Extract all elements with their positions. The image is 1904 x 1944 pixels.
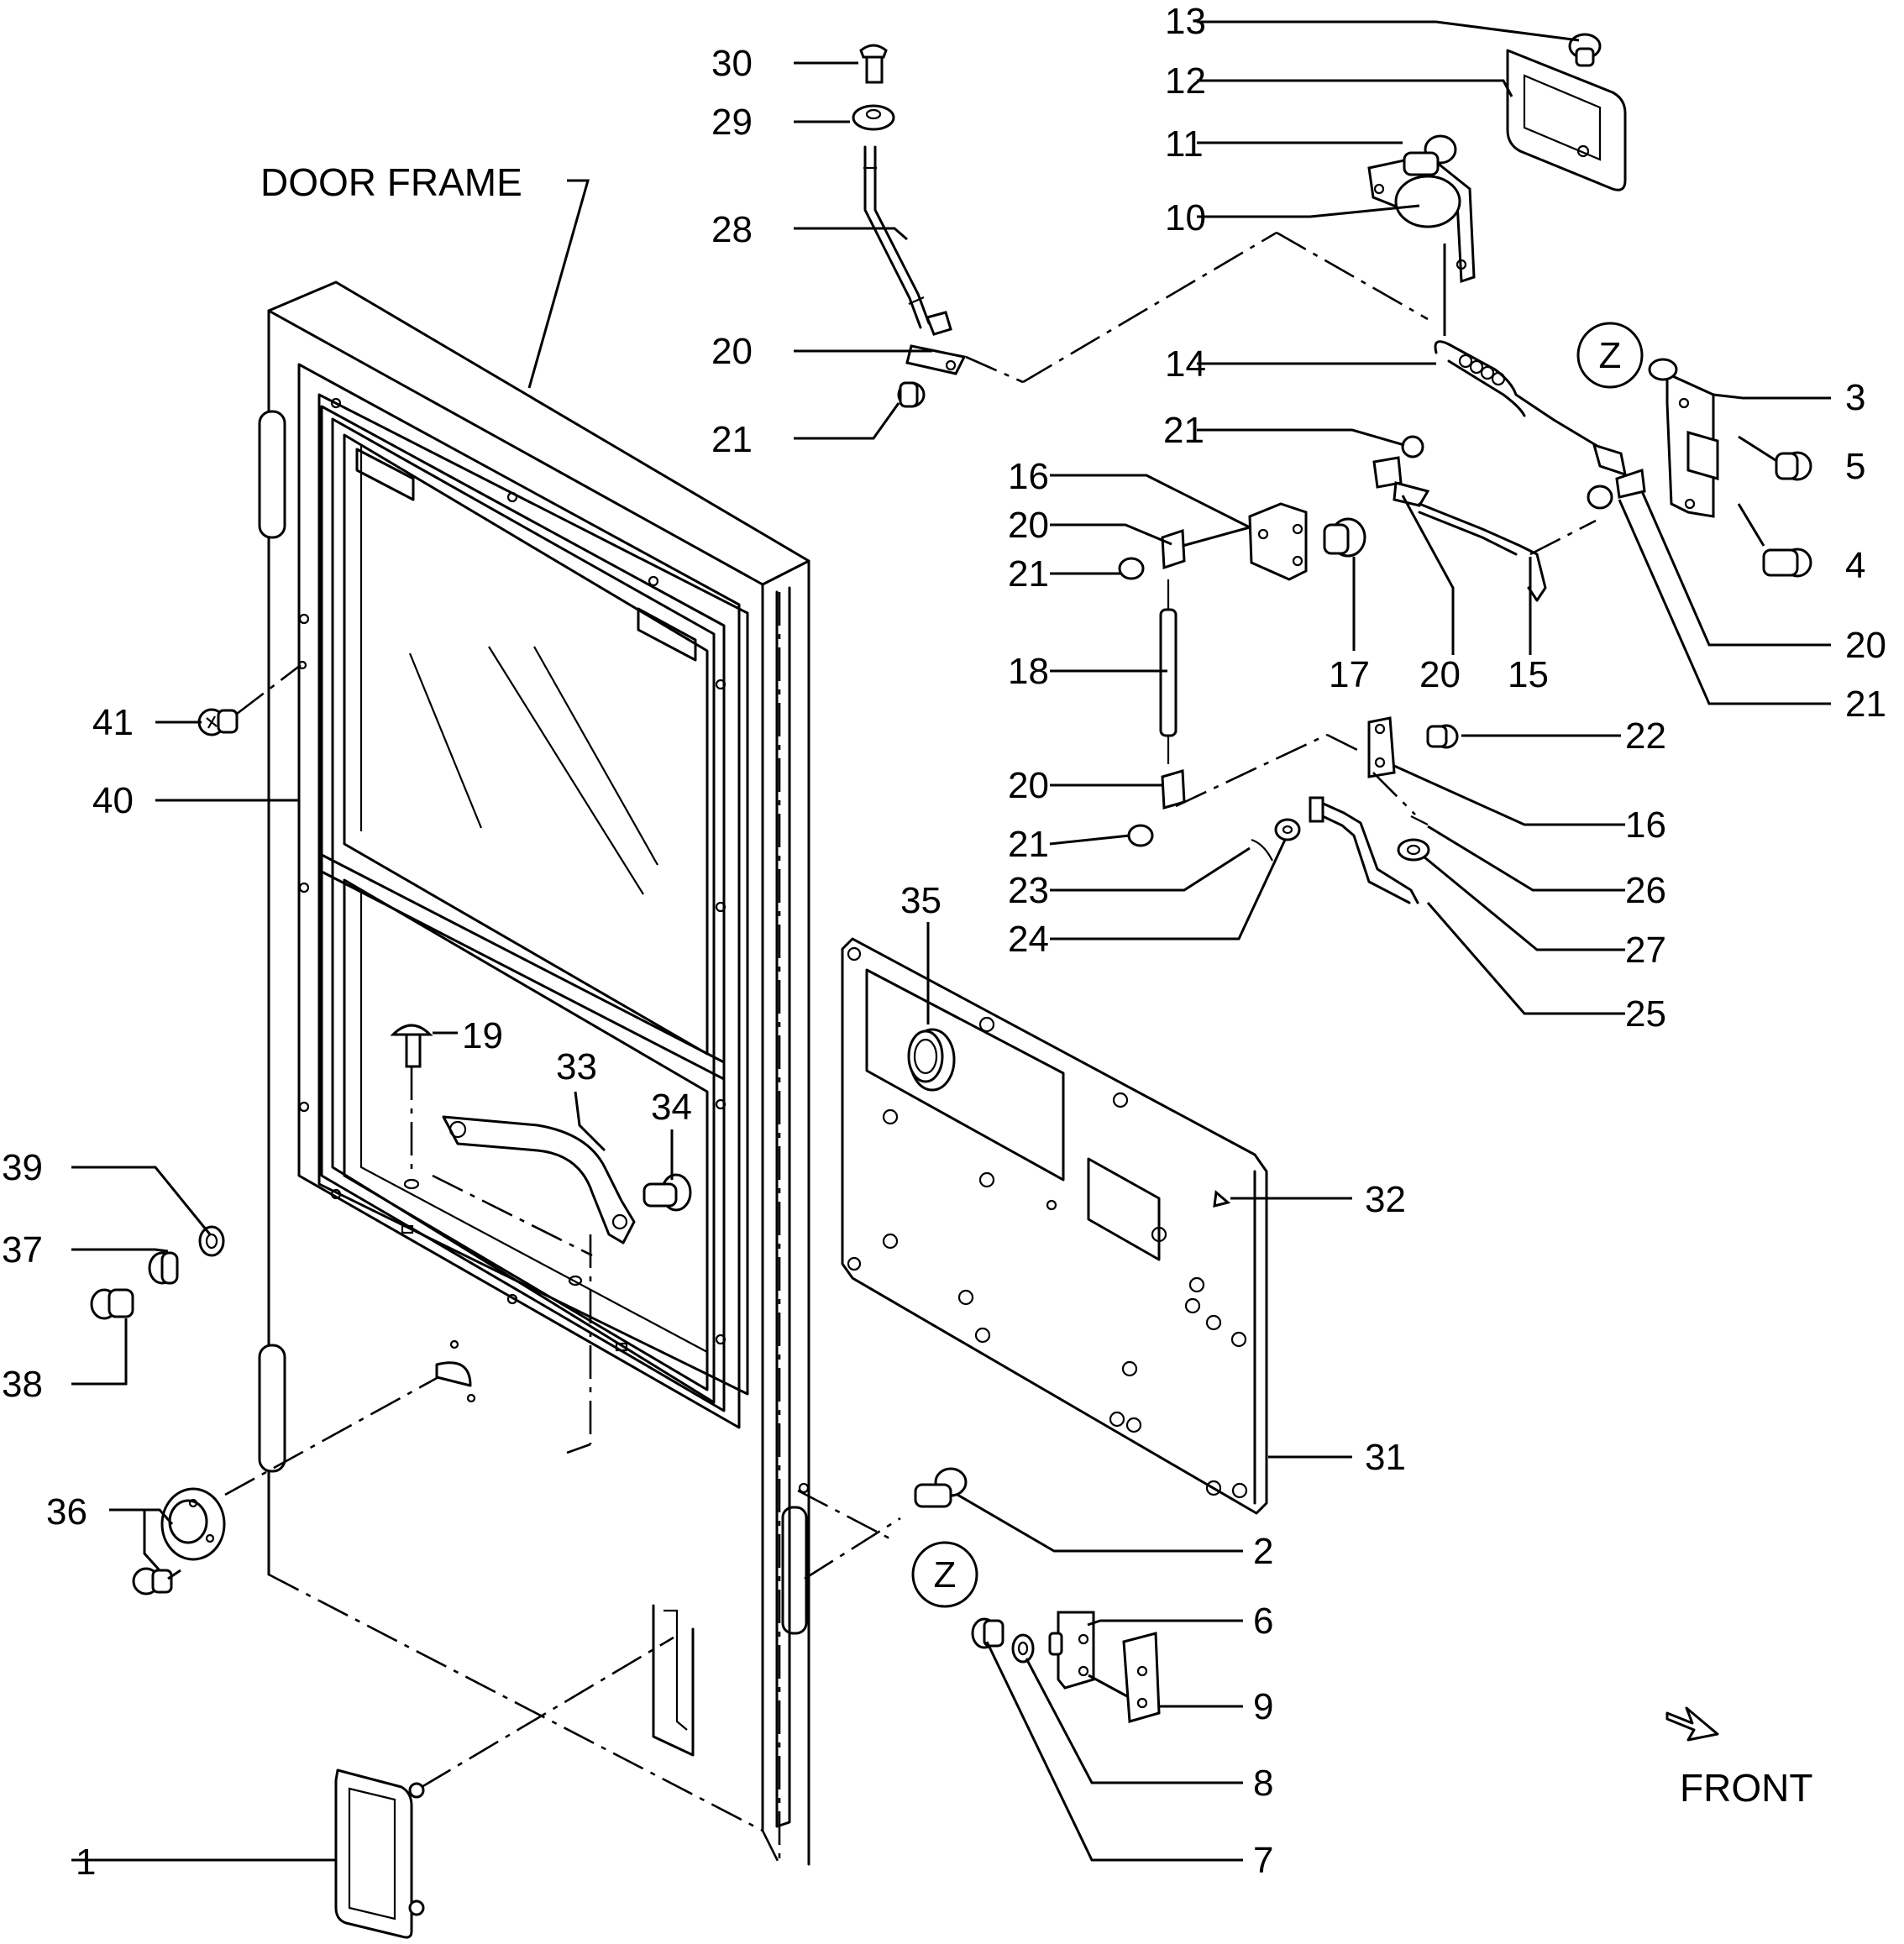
callout-28: 28 bbox=[711, 209, 753, 250]
callout-40: 40 bbox=[92, 780, 134, 821]
callout-20-b: 20 bbox=[1008, 505, 1049, 546]
front-label: FRONT bbox=[1680, 1766, 1812, 1810]
switch-assembly bbox=[1587, 358, 1812, 578]
callout-25: 25 bbox=[1625, 993, 1666, 1035]
callout-22: 22 bbox=[1625, 715, 1666, 757]
hinge-detail bbox=[797, 1467, 1161, 1723]
callout-3: 3 bbox=[1845, 377, 1865, 418]
callout-9: 9 bbox=[1253, 1686, 1273, 1727]
callout-38: 38 bbox=[2, 1364, 43, 1405]
callout-4: 4 bbox=[1845, 545, 1865, 586]
callout-16-a: 16 bbox=[1008, 456, 1049, 497]
callout-20-e: 20 bbox=[1845, 625, 1886, 666]
callout-27: 27 bbox=[1625, 930, 1666, 971]
panel-31 bbox=[841, 937, 1268, 1515]
callout-15: 15 bbox=[1508, 654, 1549, 695]
handle-assembly bbox=[390, 1024, 692, 1454]
callout-32: 32 bbox=[1365, 1179, 1406, 1220]
callout-21-b: 21 bbox=[1008, 553, 1049, 595]
door-frame-title: DOOR FRAME bbox=[260, 160, 522, 204]
door-frame bbox=[258, 280, 810, 1866]
callout-33: 33 bbox=[556, 1046, 597, 1087]
callout-20-a: 20 bbox=[711, 331, 753, 372]
front-arrow-icon bbox=[1665, 1706, 1719, 1742]
callout-36: 36 bbox=[46, 1491, 87, 1533]
detail-marker-z bbox=[911, 322, 1644, 1608]
leader-lines bbox=[71, 20, 1831, 1862]
callout-11: 11 bbox=[1165, 123, 1204, 165]
linkage-assembly bbox=[1118, 435, 1597, 904]
z-marker-upper: Z bbox=[1599, 335, 1622, 376]
callout-31: 31 bbox=[1365, 1437, 1406, 1478]
rod-28-assembly bbox=[852, 44, 1429, 408]
callout-8: 8 bbox=[1253, 1763, 1273, 1804]
callout-13: 13 bbox=[1165, 1, 1206, 42]
callout-17: 17 bbox=[1329, 654, 1370, 695]
callout-7: 7 bbox=[1253, 1840, 1273, 1881]
callout-34: 34 bbox=[651, 1087, 692, 1128]
callout-1: 1 bbox=[76, 1842, 96, 1883]
callout-21-a: 21 bbox=[711, 419, 753, 460]
labels: DOOR FRAME FRONT Z Z 13 12 11 10 14 21 3… bbox=[2, 1, 1886, 1883]
callout-39: 39 bbox=[2, 1147, 43, 1188]
callout-21-e: 21 bbox=[1845, 684, 1886, 725]
callout-12: 12 bbox=[1165, 60, 1206, 102]
callout-2: 2 bbox=[1253, 1531, 1273, 1572]
z-marker-lower: Z bbox=[934, 1554, 957, 1596]
pull-handle-1 bbox=[334, 1636, 674, 1939]
callout-16-b: 16 bbox=[1625, 804, 1666, 846]
callout-20-d: 20 bbox=[1419, 654, 1461, 695]
callout-23: 23 bbox=[1008, 870, 1049, 911]
callout-21-top: 21 bbox=[1163, 410, 1204, 451]
callout-24: 24 bbox=[1008, 919, 1049, 960]
callout-5: 5 bbox=[1845, 446, 1865, 487]
callout-20-c: 20 bbox=[1008, 765, 1049, 806]
callout-26: 26 bbox=[1625, 870, 1666, 911]
callout-18: 18 bbox=[1008, 651, 1049, 692]
callout-41: 41 bbox=[92, 702, 134, 743]
callout-10: 10 bbox=[1165, 197, 1206, 238]
callout-30: 30 bbox=[711, 43, 753, 84]
callout-19: 19 bbox=[462, 1015, 503, 1056]
callout-37: 37 bbox=[2, 1229, 43, 1271]
callout-6: 6 bbox=[1253, 1601, 1273, 1642]
callout-21-c: 21 bbox=[1008, 824, 1049, 865]
latch-assembly bbox=[1367, 33, 1627, 477]
callout-14: 14 bbox=[1165, 343, 1206, 385]
callout-35: 35 bbox=[900, 880, 942, 921]
callout-29: 29 bbox=[711, 102, 753, 143]
